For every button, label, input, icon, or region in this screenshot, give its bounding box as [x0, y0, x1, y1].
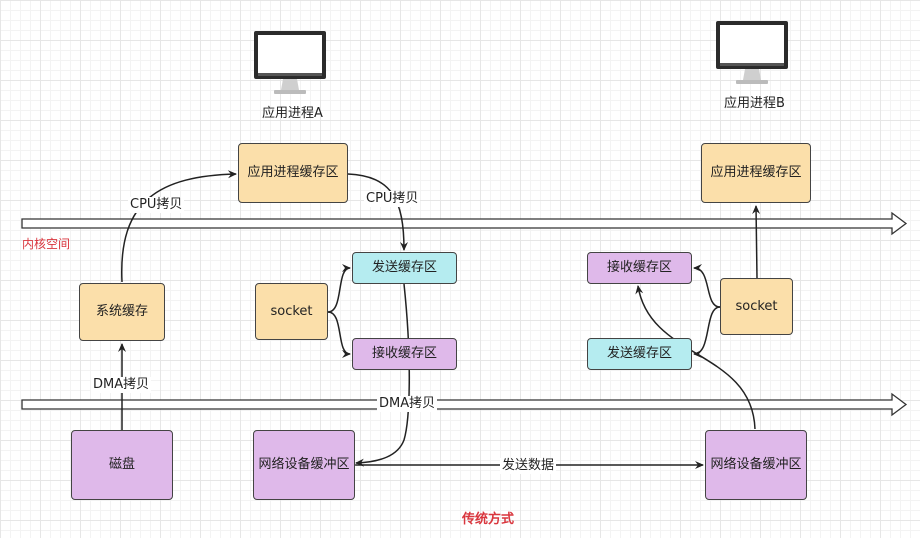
app-cache-b: 应用进程缓存区 [701, 143, 811, 203]
kernel-space-label: 内核空间 [22, 237, 71, 251]
recv-buffer-a: 接收缓存区 [352, 338, 457, 370]
process-a-label: 应用进程A [262, 106, 323, 121]
monitor-icon [716, 21, 788, 84]
network-device-buffer-a: 网络设备缓冲区 [253, 430, 355, 500]
kernel-boundary-arrow [21, 211, 908, 236]
disk: 磁盘 [71, 430, 173, 500]
edge-appcache-a-to-sendbuf-a [347, 173, 408, 251]
hardware-boundary-arrow [21, 392, 908, 417]
socket-a: socket [255, 283, 328, 340]
edge-socket-a-to-sendbuf [327, 264, 351, 313]
dma-copy-label: DMA拷贝 [377, 396, 438, 412]
socket-b: socket [720, 278, 793, 335]
send-buffer-a: 发送缓存区 [352, 252, 457, 284]
recv-buffer-b: 接收缓存区 [587, 252, 692, 284]
edge-socket-b-to-sendbuf [693, 306, 721, 358]
cpu-copy-label: CPU拷贝 [364, 191, 421, 207]
send-buffer-b: 发送缓存区 [587, 338, 692, 370]
system-cache: 系统缓存 [79, 283, 165, 341]
edge-socket-a-to-recvbuf [327, 311, 351, 358]
caption: 传统方式 [462, 512, 515, 527]
monitor-icon [254, 31, 326, 94]
send-data-label: 发送数据 [500, 458, 557, 474]
edge-sendbuf-a-to-netdev-a [355, 283, 411, 467]
edge-socket-b-to-appcache-b [752, 205, 761, 279]
app-cache-a: 应用进程缓存区 [238, 143, 348, 203]
network-device-buffer-b: 网络设备缓冲区 [705, 430, 807, 500]
edge-socket-b-to-recvbuf [693, 264, 721, 308]
dma-copy-label: DMA拷贝 [91, 377, 152, 393]
cpu-copy-label: CPU拷贝 [128, 197, 185, 213]
process-b-label: 应用进程B [724, 96, 785, 111]
